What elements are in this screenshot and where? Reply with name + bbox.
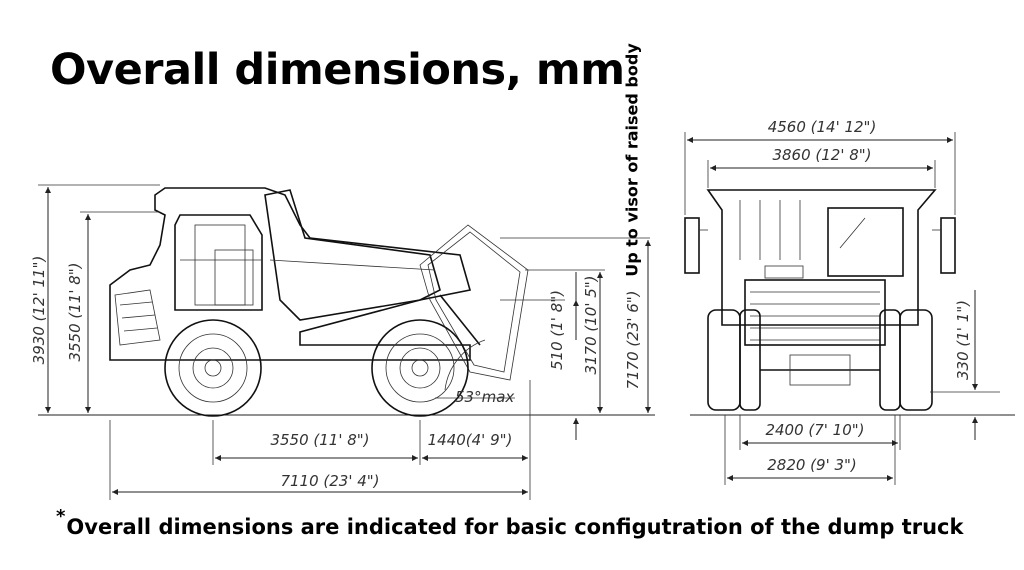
dim-length-total: 7110 (23' 4") — [280, 472, 379, 490]
dim-width-tires: 2820 (9' 3") — [767, 456, 857, 474]
rear-view-dimensions: 4560 (14' 12") 3860 (12' 8") 330 (1' 1")… — [684, 118, 1000, 485]
dim-rear-overhang: 1440(4' 9") — [428, 431, 513, 449]
footnote: *Overall dimensions are indicated for ba… — [56, 506, 964, 539]
dim-wheelbase: 3550 (11' 8") — [270, 431, 369, 449]
dim-track: 2400 (7' 10") — [765, 421, 864, 439]
page-title: Overall dimensions, mm — [50, 45, 625, 95]
footnote-marker: * — [56, 506, 66, 527]
dim-dump-angle: 53°max — [455, 388, 514, 406]
dim-height-body-rear: 3170 (10' 5") — [582, 275, 600, 374]
dim-width-body: 3860 (12' 8") — [772, 146, 871, 164]
dim-body-rear-overhang: 510 (1' 8") — [548, 290, 566, 370]
dim-height-raised: 7170 (23' 6") — [624, 290, 642, 389]
side-view-dimensions: 3930 (12' 11") 3550 (11' 8") 7170 (23' 6… — [30, 184, 651, 500]
truck-side-view — [38, 187, 655, 417]
dim-height-cab: 3550 (11' 8") — [66, 262, 84, 361]
dim-height-total: 3930 (12' 11") — [30, 256, 48, 365]
footnote-text: Overall dimensions are indicated for bas… — [66, 515, 964, 539]
dim-ground-clearance: 330 (1' 1") — [954, 300, 972, 380]
dim-width-mirrors: 4560 (14' 12") — [768, 118, 877, 136]
